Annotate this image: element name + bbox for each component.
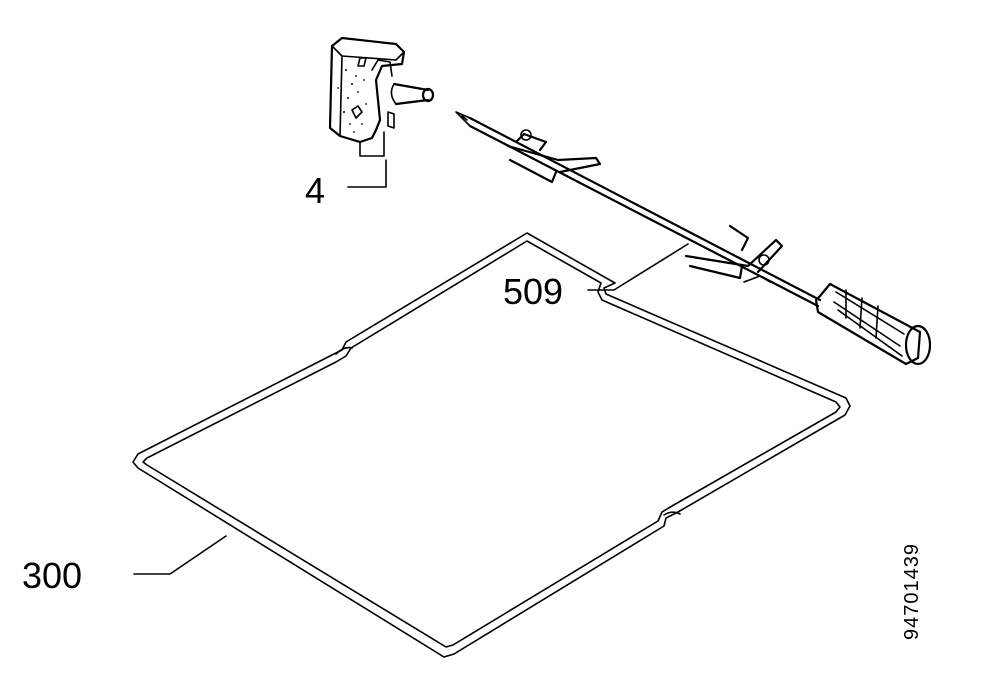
- wire-rack-notch-right: [663, 511, 681, 516]
- rotisserie-spit: [455, 111, 932, 366]
- wire-rack-notch-left: [335, 346, 353, 355]
- motor-housing: [328, 36, 406, 144]
- spit-fork-rear: [684, 224, 784, 280]
- leader-line-spit: [587, 243, 689, 291]
- leader-line-motor: [347, 159, 387, 188]
- spit-fork-front: [506, 132, 602, 184]
- spit-tip: [455, 111, 471, 127]
- rotisserie-motor: [328, 36, 435, 157]
- wire-rack-outer-wire: [132, 232, 851, 658]
- wire-rack-grid: [132, 232, 851, 658]
- motor-housing-texture: [337, 69, 367, 133]
- callout-label-grid: 300: [22, 555, 82, 596]
- wire-rack-inner-wire: [142, 240, 841, 648]
- document-number: 94701439: [901, 543, 923, 640]
- leader-line-grid: [133, 535, 227, 575]
- motor-output-shaft: [392, 82, 430, 106]
- callout-label-motor: 4: [305, 170, 325, 211]
- callout-label-spit: 509: [503, 271, 563, 312]
